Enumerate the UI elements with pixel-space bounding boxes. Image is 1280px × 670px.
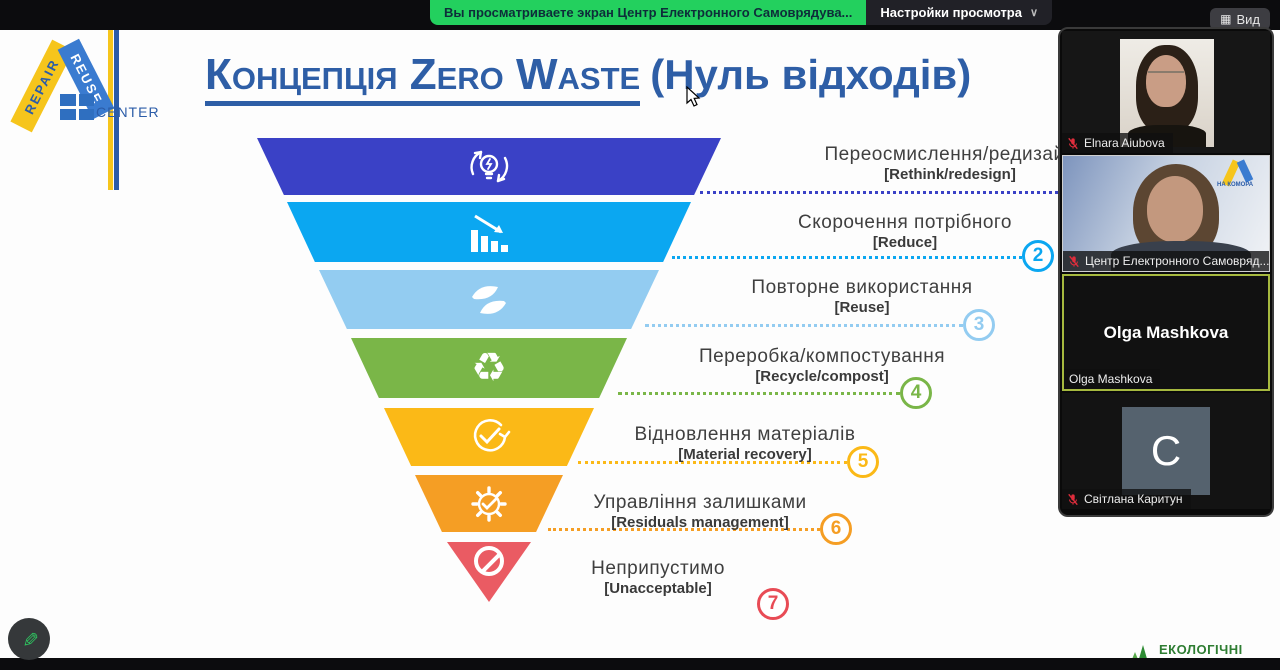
annotate-button[interactable]: ✎	[8, 618, 50, 660]
video-tile-center-esv[interactable]: НА КОМОРА Центр Електронного Самовряд...	[1062, 155, 1270, 272]
prohibited-icon	[474, 546, 504, 576]
avatar: C	[1122, 407, 1210, 495]
participant-name-tag: Elnara Aiubova	[1062, 133, 1173, 153]
leaves-icon	[472, 285, 506, 314]
mic-muted-icon	[1069, 255, 1079, 267]
view-options-label: Настройки просмотра	[880, 5, 1022, 20]
rethink-redesign-icon	[470, 150, 509, 182]
chevron-down-icon: ∨	[1029, 7, 1039, 19]
grid-view-icon: ▦	[1220, 12, 1232, 26]
funnel-level-2-reduce	[287, 202, 691, 262]
step-number-7: 7	[757, 588, 789, 620]
participant-name-tag: Центр Електронного Самовряд...	[1063, 251, 1269, 271]
participant-display-name: Olga Mashkova	[1103, 322, 1229, 342]
video-tile-elnara[interactable]: Elnara Aiubova	[1062, 31, 1270, 153]
view-options-button[interactable]: Настройки просмотра ∨	[866, 0, 1053, 25]
view-button[interactable]: ▦ Вид	[1210, 8, 1270, 30]
video-tile-olga-active-speaker[interactable]: Olga Mashkova Olga Mashkova	[1062, 274, 1270, 391]
leader-line-3	[645, 324, 963, 327]
leader-line-6	[548, 528, 820, 531]
leader-line-1	[700, 191, 1100, 194]
step-number-2: 2	[1022, 240, 1054, 272]
leader-line-2	[672, 256, 1022, 259]
mic-muted-icon	[1068, 137, 1078, 149]
repair-reuse-center-logo: REPAIR REUSE CENTER	[10, 38, 159, 133]
funnel-label-6: Управління залишками [Residuals manageme…	[593, 492, 807, 531]
funnel-level-4-recycle: ♻	[351, 338, 627, 398]
step-number-6: 6	[820, 513, 852, 545]
logo-center-label: CENTER	[96, 104, 160, 120]
slide-title-main: Концепція Zero Waste	[205, 50, 641, 106]
funnel-label-2: Скорочення потрібного [Reduce]	[798, 212, 1012, 251]
reduce-chart-icon	[471, 214, 508, 252]
slide-title-rest: (Нуль відходів)	[650, 51, 972, 98]
leader-line-4	[618, 392, 900, 395]
viewing-screen-banner-text: Вы просматриваете экран Центр Електронно…	[430, 0, 867, 25]
recycle-icon: ♻	[471, 346, 507, 390]
video-tile-svitlana[interactable]: C Світлана Каритун	[1062, 393, 1270, 509]
funnel-label-4: Переробка/компостування [Recycle/compost…	[698, 346, 946, 385]
logo-window-icon	[60, 94, 94, 120]
participant-name-tag: Світлана Каритун	[1062, 489, 1191, 509]
leader-line-5	[578, 461, 847, 464]
pencil-icon: ✎	[17, 630, 40, 648]
mic-muted-icon	[1068, 493, 1078, 505]
participants-video-panel[interactable]: Elnara Aiubova НА КОМОРА Центр Електронн…	[1058, 27, 1274, 517]
slide-title: Концепція Zero Waste(Нуль відходів)	[205, 50, 972, 106]
view-label: Вид	[1236, 11, 1260, 27]
funnel-label-7: Неприпустимо [Unacceptable]	[591, 558, 725, 597]
vertical-stripe-blue	[114, 30, 119, 190]
mouse-cursor	[686, 86, 701, 107]
funnel-level-6-residuals	[415, 475, 563, 532]
funnel-level-3-reuse	[319, 270, 659, 329]
participant-video-thumbnail	[1120, 39, 1214, 147]
funnel-label-3: Повторне використання [Reuse]	[751, 277, 973, 316]
step-number-3: 3	[963, 309, 995, 341]
recovery-check-icon	[473, 419, 511, 452]
bottom-bar	[0, 658, 1280, 670]
step-number-5: 5	[847, 446, 879, 478]
funnel-level-1-rethink	[257, 138, 721, 195]
gear-check-icon	[471, 485, 507, 522]
participant-name-tag: Olga Mashkova	[1064, 369, 1161, 389]
funnel-label-5: Відновлення матеріалів [Material recover…	[634, 424, 856, 463]
eco-logo-line1: ЕКОЛОГІЧНІ	[1159, 642, 1243, 657]
screen-share-banner: Вы просматриваете экран Центр Електронно…	[430, 0, 1053, 25]
funnel-label-1: Переосмислення/редизайн [Rethink/redesig…	[824, 144, 1076, 183]
funnel-level-5-recovery	[384, 408, 594, 466]
corner-logo: НА КОМОРА	[1217, 159, 1265, 192]
step-number-4: 4	[900, 377, 932, 409]
